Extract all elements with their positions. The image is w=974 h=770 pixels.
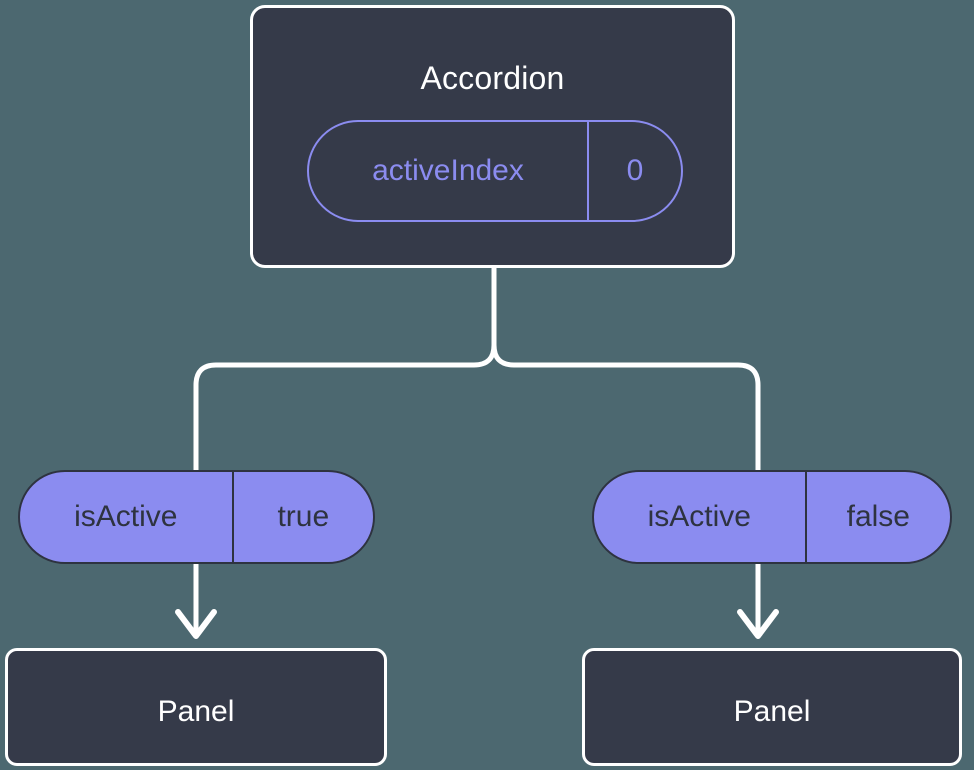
component-node-panel-right[interactable]: Panel [582, 648, 962, 766]
component-title-panel-left: Panel [157, 695, 235, 728]
prop-pill-value-left: true [231, 472, 373, 562]
arrow-head-left [175, 609, 217, 639]
component-title-accordion: Accordion [420, 60, 565, 96]
arrow-head-right [737, 609, 779, 639]
component-title-panel-right: Panel [733, 695, 811, 728]
prop-pill-isactive-left[interactable]: isActive true [18, 470, 375, 564]
prop-pill-value-right: false [804, 472, 950, 562]
state-pill-key: activeIndex [372, 154, 524, 187]
prop-pill-key-right: isActive [647, 500, 751, 533]
prop-pill-key-left: isActive [74, 500, 178, 533]
connector-root-to-left-branch [193, 265, 497, 473]
component-node-panel-left[interactable]: Panel [5, 648, 387, 766]
prop-pill-isactive-right[interactable]: isActive false [592, 470, 952, 564]
state-pill-value: 0 [587, 122, 681, 220]
connector-root-to-right-branch [491, 265, 761, 473]
state-pill-activeindex[interactable]: activeIndex 0 [307, 120, 683, 222]
